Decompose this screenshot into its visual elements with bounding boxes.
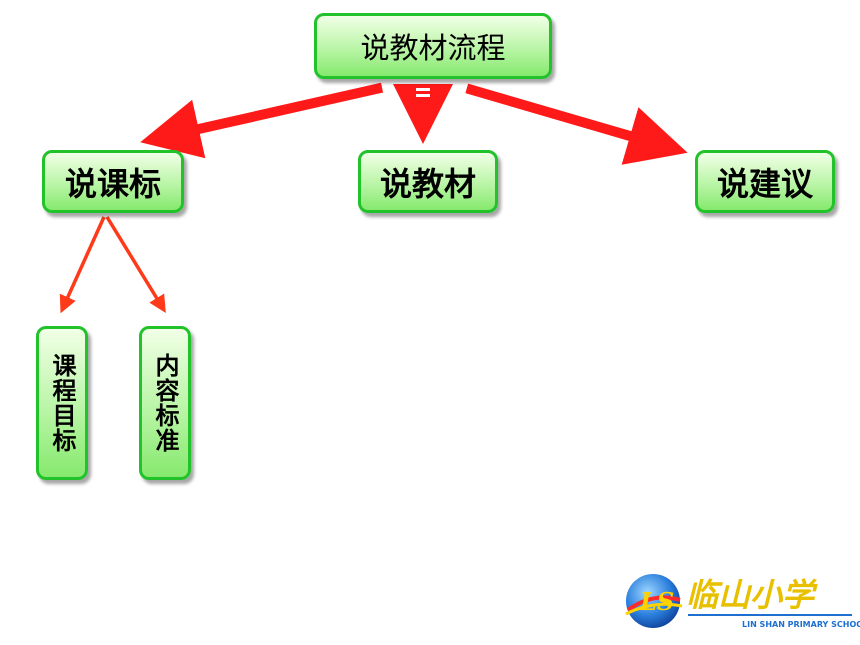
school-name-en: LIN SHAN PRIMARY SCHOOL [742,620,860,629]
root-node: 说教材流程 [314,13,552,79]
arrow-root-to-kebiao [140,82,387,159]
school-logo: LS 临山小学 LIN SHAN PRIMARY SCHOOL [622,568,860,638]
node-kebiao-label: 说课标 [64,164,161,203]
node-kecheng-mubiao: 课程目标 [36,326,88,480]
node-jianyi: 说建议 [695,150,835,213]
logo-underline [688,614,852,616]
arrow-kebiao-to-biaozhun [105,216,166,313]
node-kebiao: 说课标 [42,150,184,213]
emblem-monogram: LS [639,587,674,616]
school-name-zh: 临山小学 [686,576,815,614]
node-jiaocai: 说教材 [358,150,498,213]
school-emblem-icon: LS [625,574,683,628]
node-neirong-biaozhun: 内容标准 [139,326,191,480]
node-jiaocai-label: 说教材 [379,164,476,203]
arrow-root-to-jianyi [460,82,688,165]
arrow-kebiao-to-mubiao [59,216,106,314]
node-kecheng-mubiao-label: 课程目标 [48,353,76,453]
root-node-label: 说教材流程 [360,31,506,65]
node-jianyi-label: 说建议 [716,164,813,203]
node-neirong-biaozhun-label: 内容标准 [151,353,179,453]
